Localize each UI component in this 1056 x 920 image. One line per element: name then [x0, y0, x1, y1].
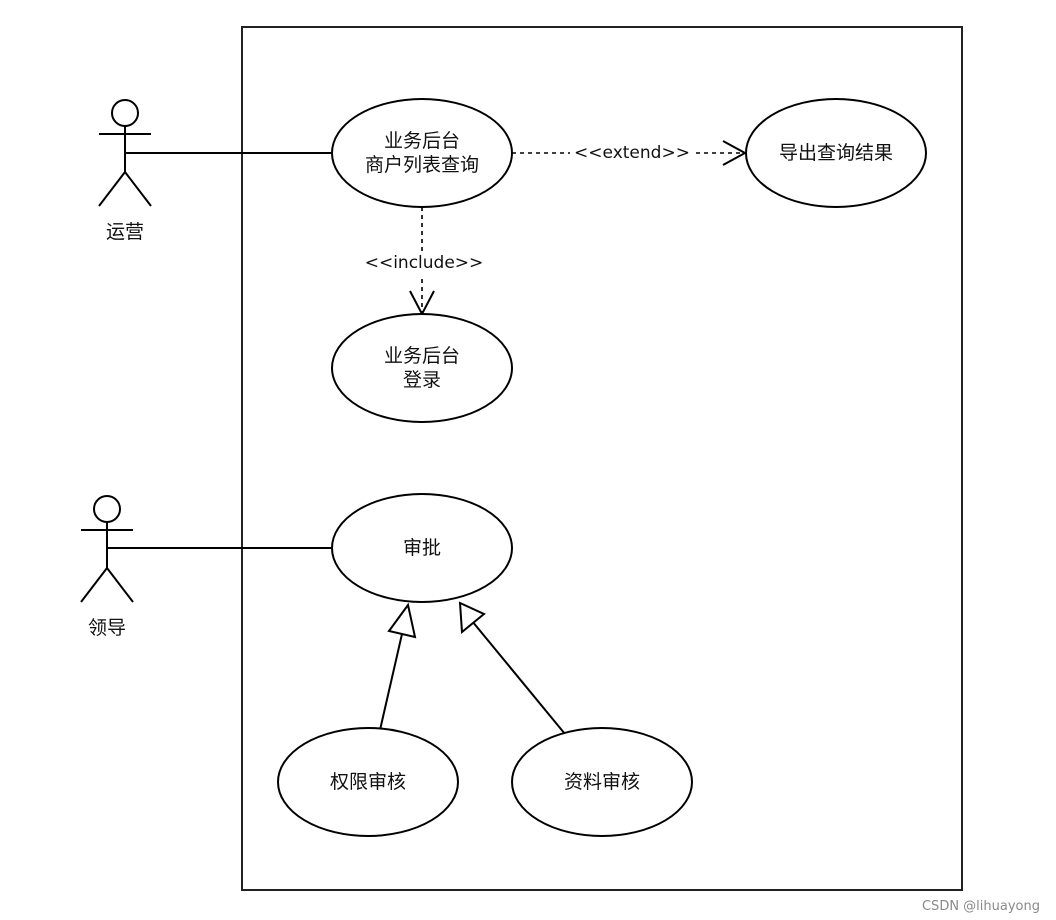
use-case-merchant-query-line2: 商户列表查询 [364, 154, 479, 176]
actor-operations-name: 运营 [105, 221, 144, 243]
use-case-login-label: 业务后台 登录 [332, 344, 512, 392]
use-case-document-review-ellipse[interactable] [511, 727, 693, 837]
use-case-approval-label: 审批 [402, 537, 441, 559]
use-case-document-review-label: 资料审核 [563, 771, 640, 793]
actor-leader-figure[interactable] [80, 495, 134, 603]
system-boundary [241, 26, 963, 891]
use-case-permission-review-ellipse[interactable] [277, 727, 459, 837]
use-case-merchant-query-line1: 业务后台 [383, 130, 460, 152]
use-case-login-ellipse[interactable] [331, 313, 513, 423]
include-stereotype-label: <<include>> [358, 251, 490, 275]
use-case-export-ellipse[interactable] [745, 98, 927, 208]
actor-leader-name: 领导 [87, 617, 126, 639]
use-case-approval-ellipse[interactable] [331, 493, 513, 603]
watermark: CSDN @lihuayong [921, 899, 1040, 914]
actor-operations-figure[interactable] [98, 99, 152, 207]
use-case-export-label: 导出查询结果 [778, 142, 893, 164]
use-case-merchant-query-ellipse[interactable] [331, 98, 513, 208]
use-case-merchant-query-label: 业务后台 商户列表查询 [332, 129, 512, 177]
generalization-permission-review [379, 602, 417, 731]
use-case-login-line2: 登录 [402, 369, 441, 391]
extend-stereotype-label: <<extend>> [570, 141, 694, 165]
use-case-permission-review-label: 权限审核 [329, 771, 406, 793]
use-case-login-line1: 业务后台 [383, 345, 460, 367]
generalization-document-review [458, 601, 566, 735]
